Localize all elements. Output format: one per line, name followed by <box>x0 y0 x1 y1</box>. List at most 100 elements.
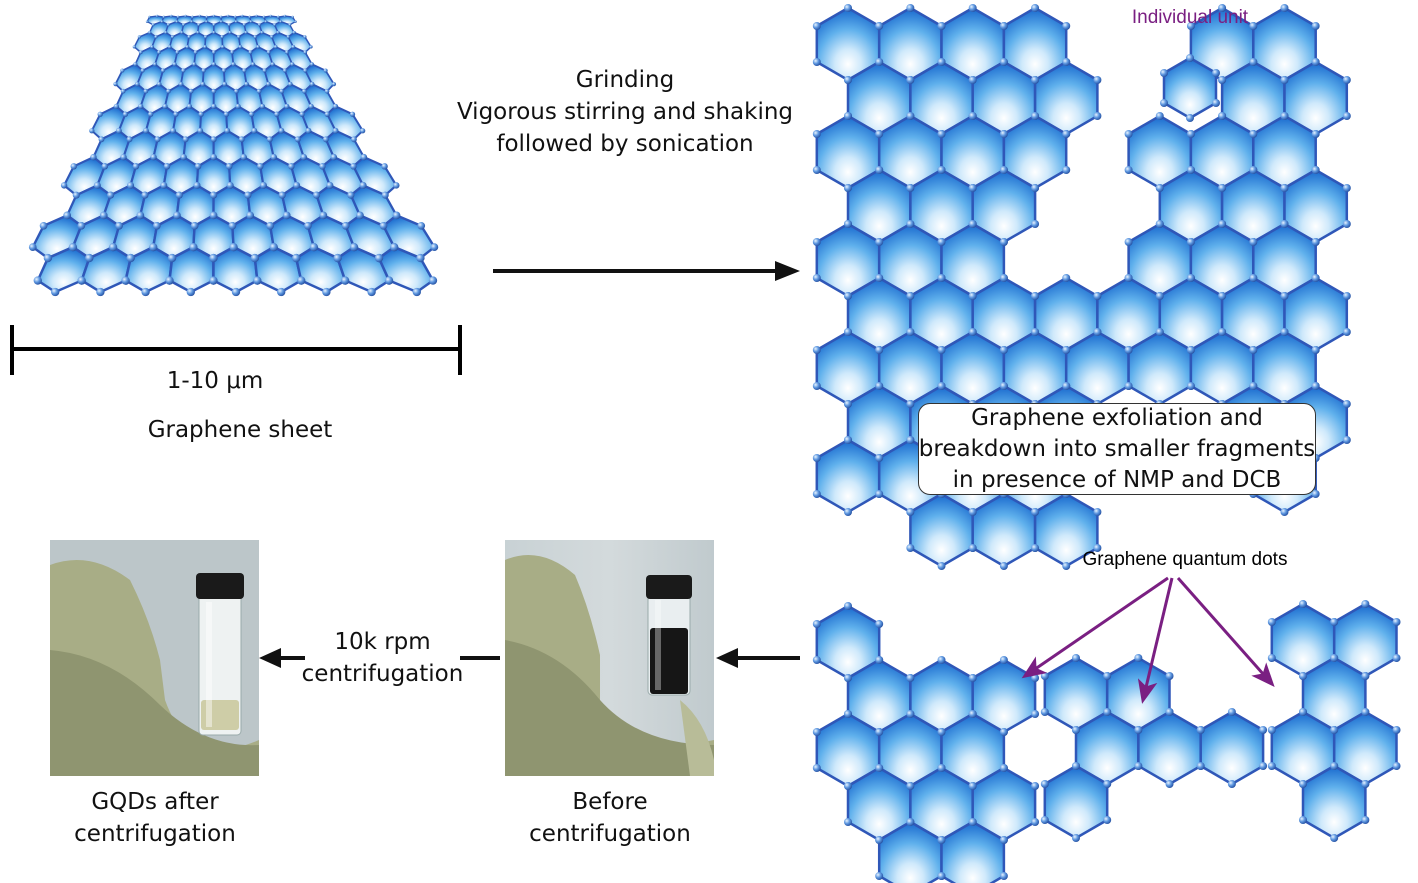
carbon-atom <box>277 15 280 19</box>
carbon-atom <box>249 20 253 24</box>
carbon-atom <box>270 153 277 161</box>
carbon-atom <box>244 81 249 87</box>
carbon-atom <box>1267 762 1276 770</box>
carbon-atom <box>230 50 234 55</box>
carbon-atom <box>875 620 884 628</box>
carbon-atom <box>1124 382 1133 390</box>
carbon-atom <box>273 44 278 49</box>
carbon-atom <box>1093 292 1102 300</box>
carbon-atom <box>277 287 286 297</box>
carbon-atom <box>113 103 119 109</box>
carbon-atom <box>349 111 356 117</box>
carbon-atom <box>244 30 248 35</box>
carbon-atom <box>240 153 247 161</box>
carbon-atom <box>176 15 180 19</box>
carbon-atom <box>276 30 280 35</box>
carbon-atom <box>147 111 154 117</box>
carbon-atom <box>359 181 367 189</box>
carbon-atom <box>162 15 166 19</box>
graphene-sheet-illustration <box>28 14 439 297</box>
carbon-atom <box>210 136 217 143</box>
carbon-atom <box>138 103 144 109</box>
carbon-atom <box>937 130 946 138</box>
carbon-atom <box>212 14 216 18</box>
carbon-atom <box>1103 672 1112 680</box>
carbon-atom <box>875 130 884 138</box>
carbon-atom <box>1392 762 1401 770</box>
carbon-atom <box>51 287 60 297</box>
carbon-atom <box>126 136 133 143</box>
carbon-atom <box>282 68 288 73</box>
carbon-atom <box>1392 654 1401 662</box>
carbon-atom <box>154 136 161 143</box>
carbon-atom <box>238 44 243 49</box>
carbon-atom <box>96 287 105 297</box>
carbon-atom <box>1186 382 1195 390</box>
carbon-atom <box>180 153 187 161</box>
carbon-atom <box>350 136 357 143</box>
carbon-atom <box>1342 184 1351 192</box>
carbon-atom <box>205 20 208 24</box>
carbon-atom <box>1330 618 1339 626</box>
carbon-atom <box>1196 726 1205 734</box>
carbon-atom <box>1342 436 1351 444</box>
carbon-atom <box>937 382 946 390</box>
carbon-atom <box>297 276 306 285</box>
carbon-atom <box>844 4 852 12</box>
carbon-atom <box>906 674 915 682</box>
carbon-atom <box>906 292 915 300</box>
carbon-atom <box>133 62 138 67</box>
carbon-atom <box>294 20 297 23</box>
carbon-atom <box>288 163 295 170</box>
carbon-atom <box>211 88 217 94</box>
carbon-atom <box>153 221 161 230</box>
carbon-atom <box>251 127 258 134</box>
carbon-atom <box>1062 382 1071 390</box>
carbon-atom <box>1342 76 1351 84</box>
carbon-atom <box>1392 618 1401 626</box>
carbon-atom <box>875 764 884 772</box>
carbon-atom <box>1311 490 1320 498</box>
exfoliation-callout-box <box>918 403 1316 495</box>
carbon-atom <box>1031 220 1040 228</box>
carbon-atom <box>968 818 977 826</box>
carbon-atom <box>152 62 158 67</box>
carbon-atom <box>143 127 149 134</box>
arrow-to-after-photo <box>259 648 500 668</box>
carbon-atom <box>90 153 97 161</box>
carbon-atom <box>150 153 157 161</box>
carbon-atom <box>141 191 149 199</box>
carbon-atom <box>162 103 168 109</box>
carbon-atom <box>1342 112 1351 120</box>
carbon-atom <box>258 23 261 27</box>
exfoliation-text-line1: Graphene exfoliation and <box>971 405 1263 431</box>
carbon-atom <box>1299 672 1307 680</box>
carbon-atom <box>1031 674 1040 682</box>
carbon-atom <box>1249 166 1258 174</box>
carbon-atom <box>212 23 216 27</box>
carbon-atom <box>186 103 193 109</box>
carbon-atom <box>1031 544 1040 552</box>
carbon-atom <box>812 166 821 174</box>
carbon-atom <box>1031 782 1040 790</box>
carbon-atom <box>356 211 364 220</box>
centrifuge-text-line2: centrifugation <box>301 661 464 687</box>
carbon-atom <box>1330 762 1339 770</box>
carbon-atom <box>322 287 331 297</box>
carbon-atom <box>250 253 260 263</box>
carbon-atom <box>173 111 179 117</box>
carbon-atom <box>1186 114 1194 122</box>
after-caption-line1: GQDs after <box>91 789 219 815</box>
carbon-atom <box>319 211 328 220</box>
carbon-atom <box>165 276 174 285</box>
carbon-atom <box>968 710 977 718</box>
carbon-atom <box>89 128 95 134</box>
carbon-atom <box>1311 166 1320 174</box>
carbon-atom <box>170 14 173 18</box>
carbon-atom <box>190 221 199 230</box>
scale-label: 1-10 μm <box>166 368 264 394</box>
carbon-atom <box>968 508 977 516</box>
carbon-atom <box>999 166 1008 174</box>
carbon-atom <box>1249 22 1258 30</box>
carbon-atom <box>253 35 257 39</box>
